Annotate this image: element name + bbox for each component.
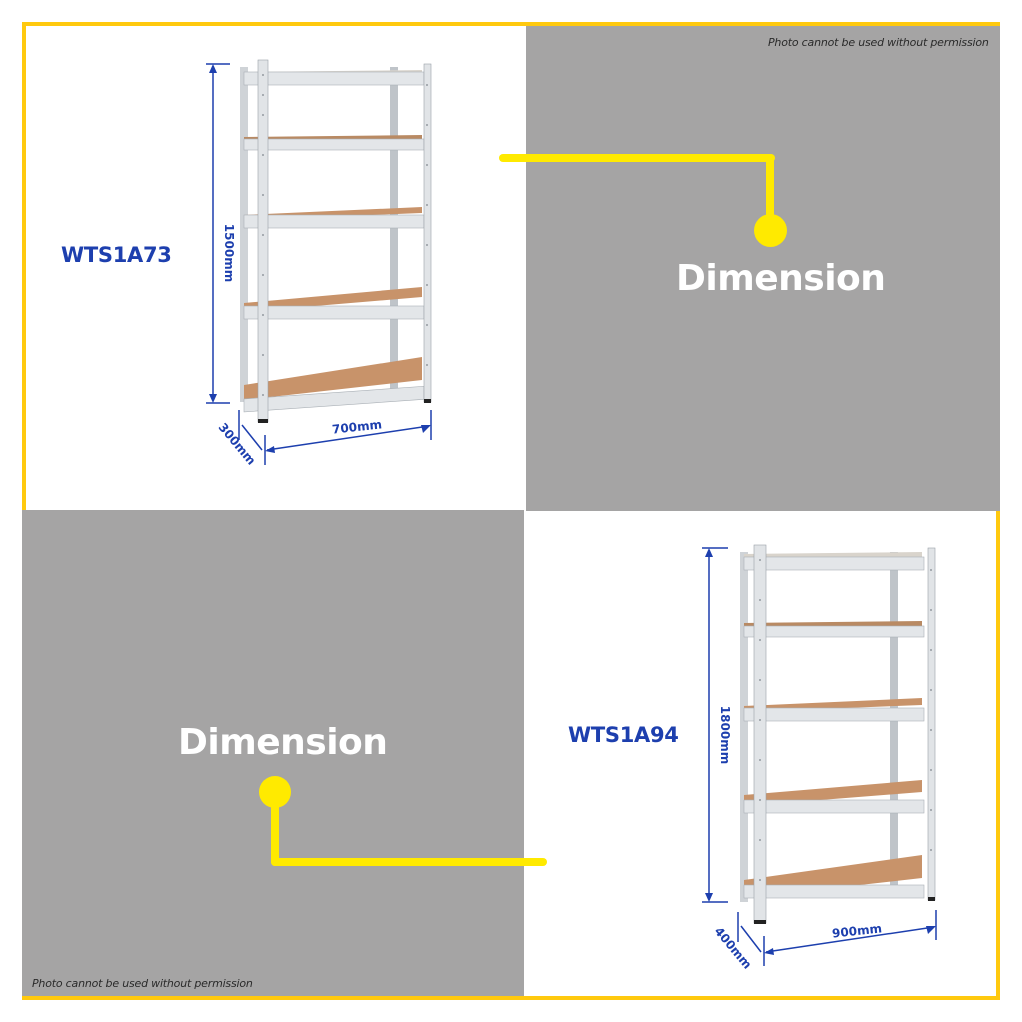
frame-left-top [22,22,26,510]
height-dimension-label-wts1a94: 1800mm [718,705,733,765]
frame-right-bottom [996,511,1000,1000]
dimension-title-top: Dimension [676,258,886,299]
frame-bottom [22,996,1000,1000]
dimension-title-bottom: Dimension [178,722,388,763]
connector-line-horizontal-bottom [271,858,547,866]
height-dimension-label-wts1a73: 1500mm [222,223,237,283]
connector-line-horizontal-top [499,154,775,162]
connector-line-vertical-bottom [271,792,279,866]
watermark-bottom-left: Photo cannot be used without permission [32,977,253,990]
shelving-unit-image-wts1a73 [206,59,432,465]
top-right-caption-panel [526,22,1000,511]
model-label-wts1a94: WTS1A94 [568,723,679,747]
watermark-top-right: Photo cannot be used without permission [768,36,989,49]
connector-dot-icon [754,214,787,247]
bottom-left-caption-panel [22,510,524,998]
frame-top [22,22,1000,26]
model-label-wts1a73: WTS1A73 [61,243,172,267]
shelving-unit-image-wts1a94 [702,544,937,966]
connector-line-vertical-top [766,154,774,230]
